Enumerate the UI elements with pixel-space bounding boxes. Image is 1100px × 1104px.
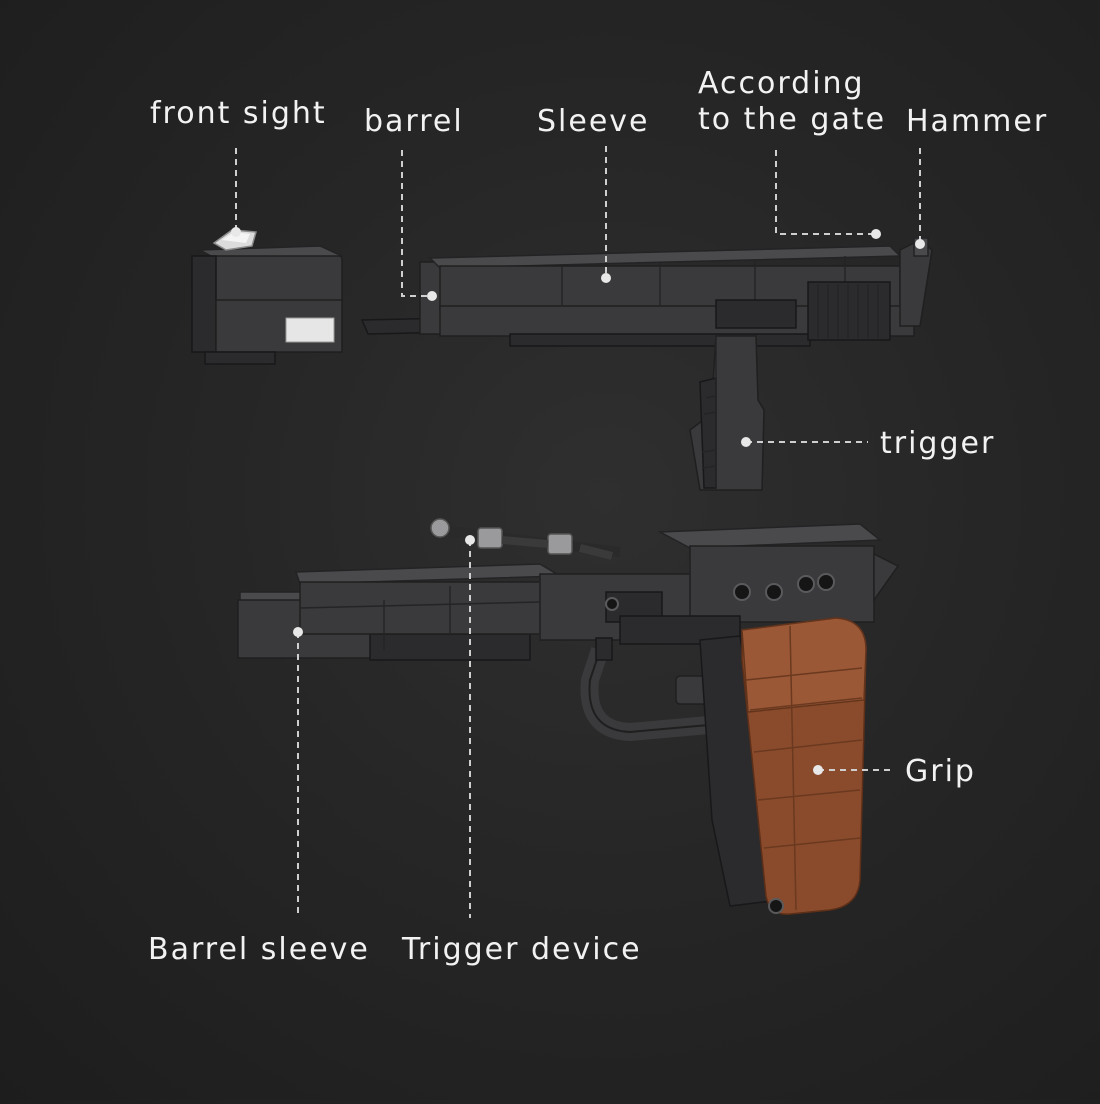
label-barrel-sleeve: Barrel sleeve xyxy=(148,932,370,967)
grip-part xyxy=(699,617,867,915)
label-according-line2: to the gate xyxy=(698,102,887,137)
trigger-part xyxy=(689,335,765,491)
front-sight-block xyxy=(191,229,343,365)
label-according-line1: According xyxy=(698,66,865,101)
slide-assembly xyxy=(360,237,933,347)
label-trigger: trigger xyxy=(880,426,996,461)
label-trigger-device: Trigger device xyxy=(402,932,642,967)
leader-lines xyxy=(235,146,921,918)
label-front-sight: front sight xyxy=(150,96,327,131)
trigger-device-mechanism xyxy=(430,518,621,560)
label-hammer: Hammer xyxy=(906,104,1049,139)
label-barrel: barrel xyxy=(364,104,464,139)
slide-serrations xyxy=(807,281,891,341)
label-sleeve: Sleeve xyxy=(537,104,650,139)
label-grip: Grip xyxy=(905,754,976,789)
callout-dots xyxy=(231,227,925,775)
